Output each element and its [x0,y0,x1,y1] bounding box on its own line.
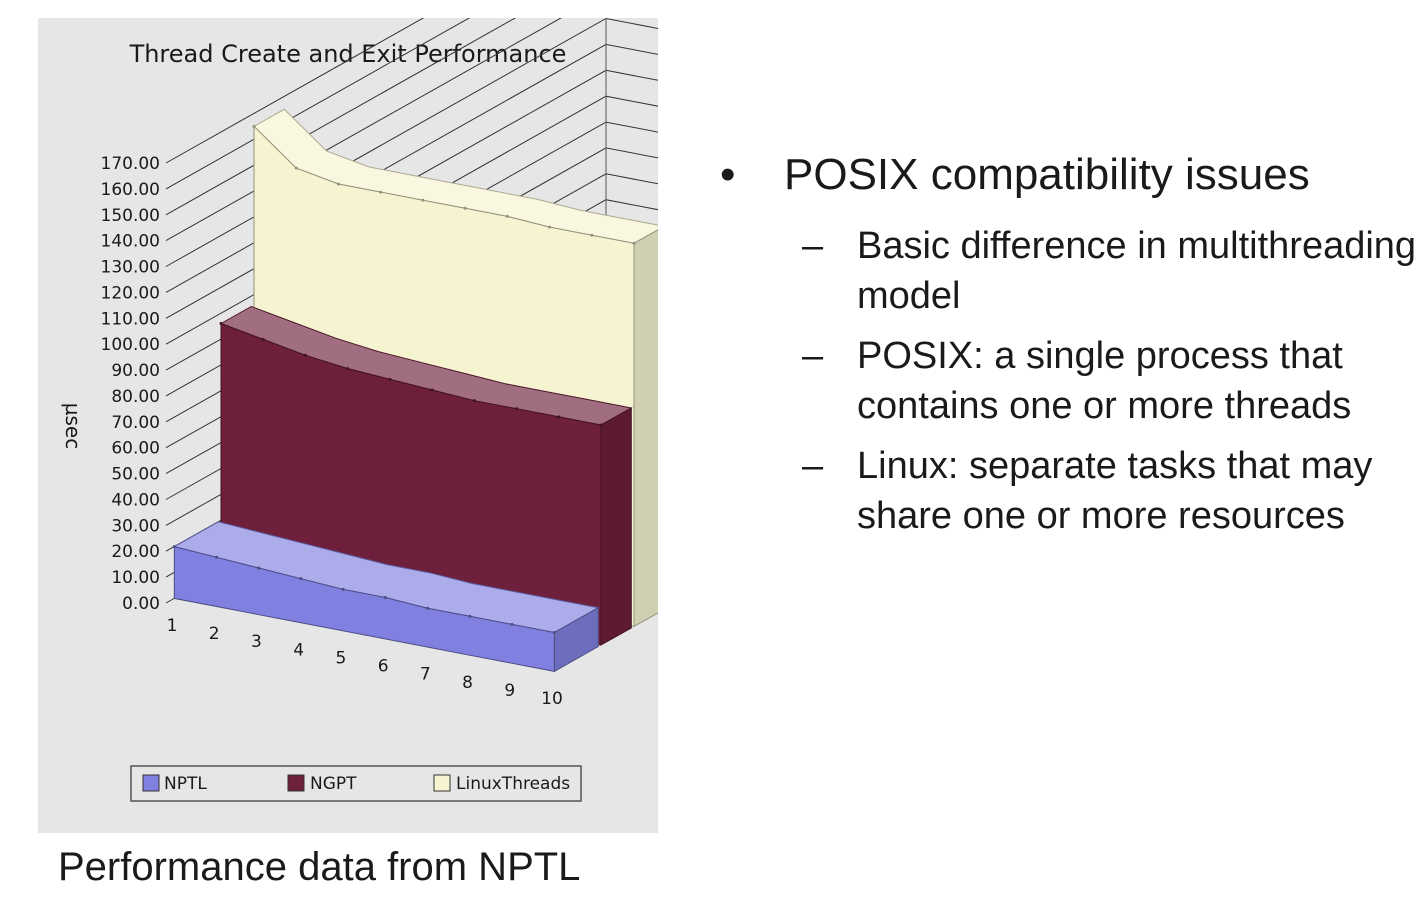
data-point [505,214,509,218]
x-tick-label: 1 [167,616,178,636]
legend-swatch-linuxthreads [433,774,451,792]
data-point [599,423,603,427]
sub-bullet-marker: – [802,445,824,487]
y-tick-label: 160.00 [101,180,160,200]
data-point [252,124,256,128]
x-tick-label: 7 [420,665,431,685]
series-layer [172,108,658,673]
legend-box [130,765,582,802]
legend-swatch-nptl [142,774,160,792]
y-tick-label: 80.00 [111,387,160,407]
gridline [165,18,471,190]
x-tick-label: 10 [541,689,563,709]
x-tick-labels: 1 2 3 4 5 6 7 8 9 10 [167,616,563,709]
y-tick-label: 70.00 [111,413,160,433]
y-tick-label: 40.00 [111,490,160,510]
data-point [632,241,636,245]
sub-bullet-text: Basic difference in multithreading model [857,225,1417,317]
y-tick-labels: 0.00 10.00 20.00 30.00 40.00 50.00 60.00 70.00 8… [101,154,160,614]
legend-label-nptl: NPTL [164,774,207,794]
gridline [165,18,517,216]
y-tick-label: 120.00 [101,283,160,303]
y-tick-label: 170.00 [101,154,160,174]
series-end-cap [633,229,658,628]
data-point [383,595,387,599]
data-point [463,206,467,210]
data-point [303,353,307,357]
y-tick-label: 150.00 [101,206,160,226]
chart-panel: Thread Create and Exit Performance µsec … [38,18,658,833]
x-tick-label: 3 [251,632,262,652]
data-point [590,233,594,237]
y-tick-label: 60.00 [111,439,160,459]
data-point [294,166,298,170]
data-point [510,622,514,626]
chart-legend: NPTL NGPT LinuxThreads [130,765,582,802]
x-tick-label: 8 [462,673,473,693]
data-point [388,377,392,381]
bullet-main-text: POSIX compatibility issues [784,150,1310,199]
y-tick-label: 90.00 [111,361,160,381]
sub-bullet-text: Linux: separate tasks that may share one… [857,445,1373,537]
data-point [430,388,434,392]
y-tick-label: 140.00 [101,232,160,252]
chart-title: Thread Create and Exit Performance [129,40,567,68]
data-point [341,587,345,591]
data-point [468,614,472,618]
chart-caption: Performance data from NPTL [58,845,581,889]
data-point [346,367,350,371]
y-tick-label: 0.00 [122,594,160,614]
x-tick-label: 2 [209,624,220,644]
data-point [214,555,218,559]
sub-bullet-marker: – [802,225,824,267]
area-chart: Thread Create and Exit Performance µsec … [61,18,658,802]
data-point [426,606,430,610]
sub-bullet-text: POSIX: a single process that contains on… [857,335,1352,427]
x-tick-label: 5 [335,648,346,668]
y-tick-label: 100.00 [101,335,160,355]
legend-label-linuxthreads: LinuxThreads [456,774,570,794]
data-point [421,198,425,202]
sub-bullet-marker: – [802,335,824,377]
data-point [336,182,340,186]
y-tick-label: 20.00 [111,542,160,562]
data-point [257,566,261,570]
series-end-cap [600,407,632,646]
legend-swatch-ngpt [287,774,305,792]
x-tick-label: 9 [504,681,515,701]
data-point [261,337,265,341]
y-axis-label: µsec [61,403,85,449]
data-point [552,631,556,635]
data-point [515,407,519,411]
data-point [472,399,476,403]
legend-label-ngpt: NGPT [310,774,357,794]
series-nptl [172,521,600,673]
y-tick-label: 130.00 [101,258,160,278]
data-point [548,225,552,229]
data-point [219,322,223,326]
data-point [299,577,303,581]
y-tick-label: 10.00 [111,568,160,588]
x-tick-label: 6 [378,657,389,677]
y-tick-label: 50.00 [111,465,160,485]
data-point [379,190,383,194]
data-point [557,415,561,419]
gridline [165,18,425,164]
data-point [172,545,176,549]
bullet-marker: • [720,150,736,199]
y-tick-label: 30.00 [111,516,160,536]
y-tick-label: 110.00 [101,309,160,329]
x-tick-label: 4 [293,640,304,660]
